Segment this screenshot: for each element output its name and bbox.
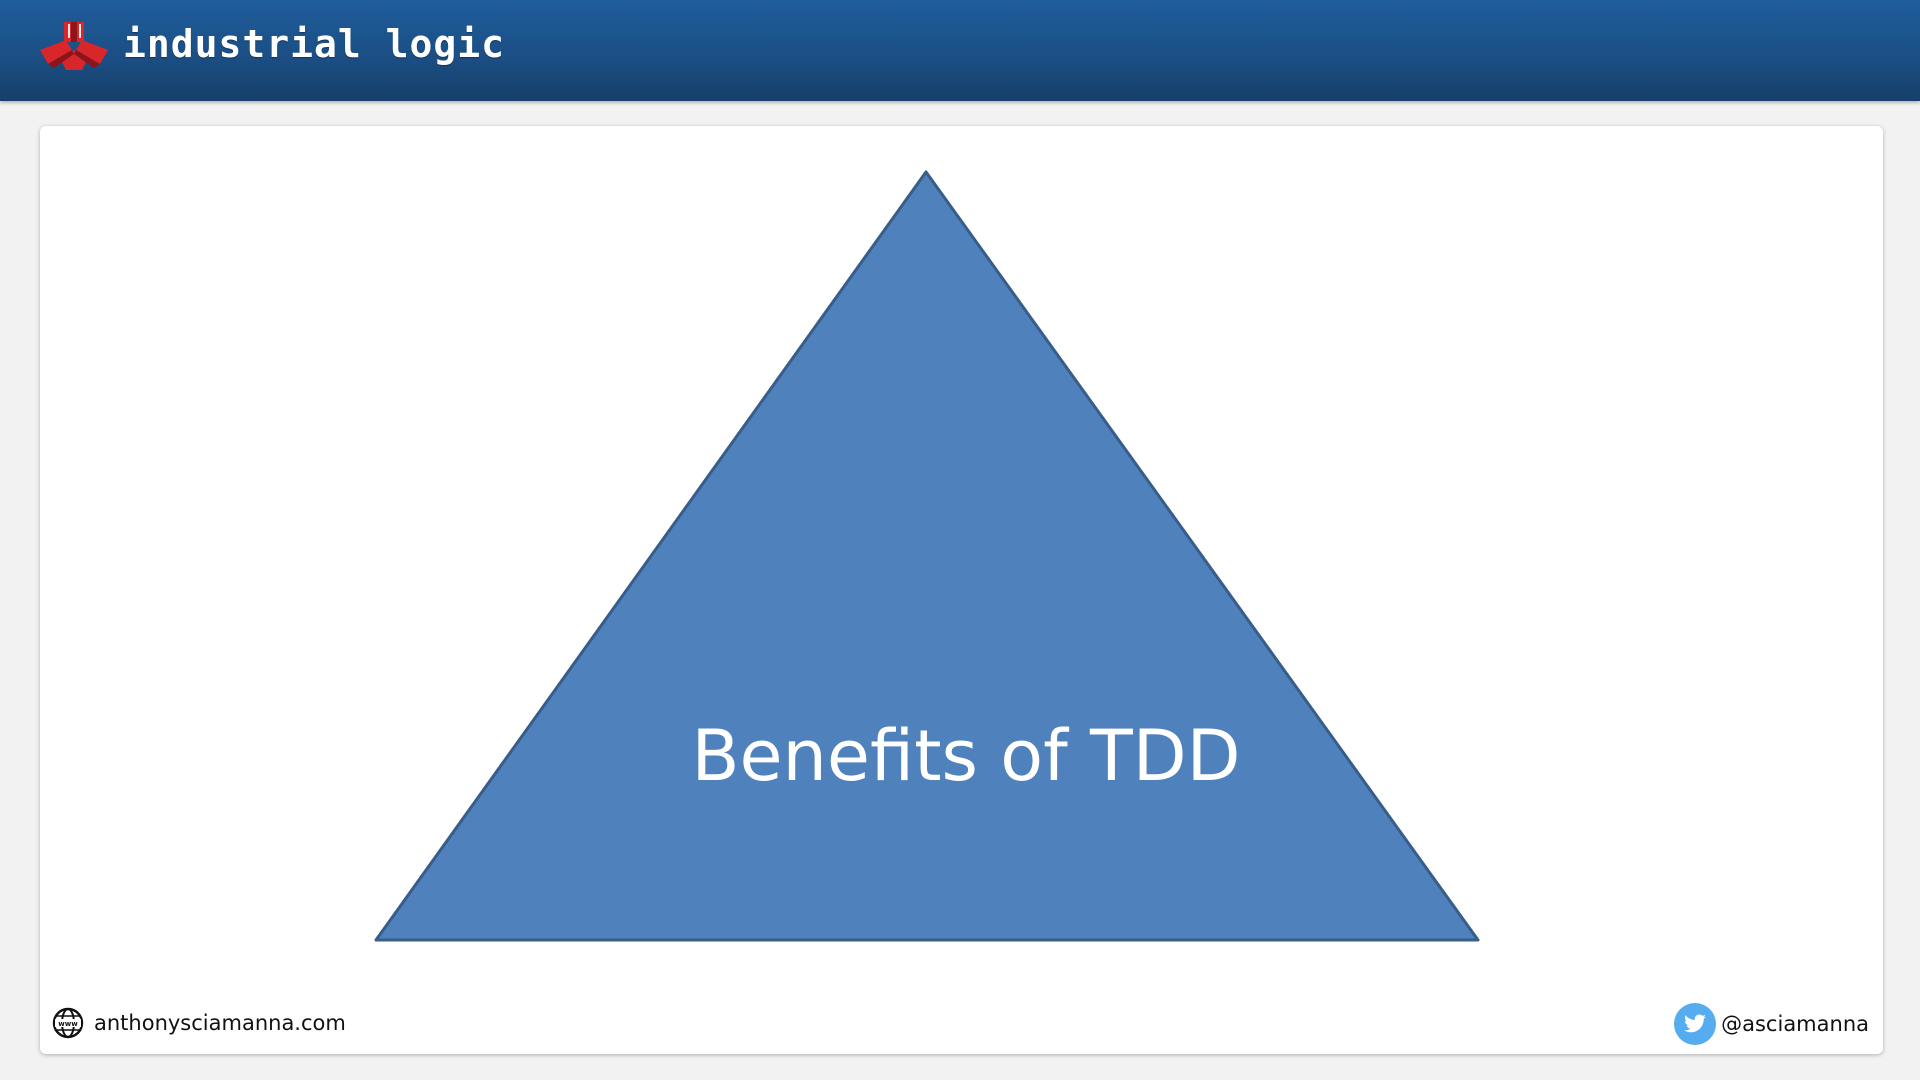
twitter-icon [1674,1003,1717,1045]
header-bar: industrial logic [0,0,1920,101]
svg-text:www: www [58,1020,78,1028]
industrial-logic-logo-icon [40,22,108,70]
logo-wordmark: industrial logic [123,22,506,66]
footer-twitter: @asciamanna [1673,1002,1869,1046]
triangle-label: Benefits of TDD [691,715,1241,797]
slide-canvas: Benefits of TDD www anthonysciamanna.com… [40,126,1883,1054]
website-link[interactable]: anthonysciamanna.com [94,1011,346,1035]
twitter-handle[interactable]: @asciamanna [1721,1012,1869,1036]
footer-website: www anthonysciamanna.com [52,1006,346,1040]
triangle-diagram [374,170,1480,942]
triangle-shape [374,170,1480,942]
globe-icon: www [52,1007,84,1039]
